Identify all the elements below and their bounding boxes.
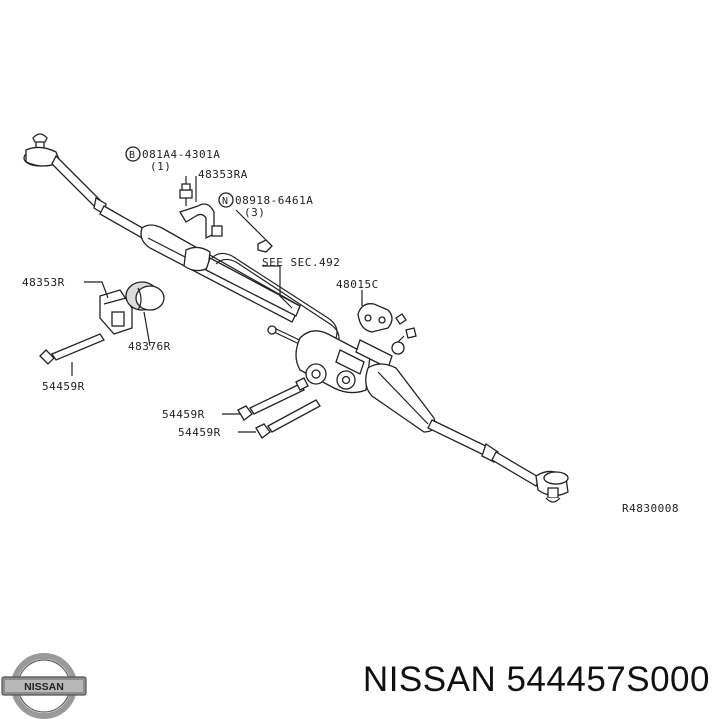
label-bolt-mid-2: 54459R: [178, 426, 221, 439]
label-plate-48015c: 48015C: [336, 278, 379, 291]
right-boot: [365, 363, 436, 433]
rack-housing: [140, 224, 301, 323]
logo-wordmark: NISSAN: [24, 681, 64, 693]
label-bushing-48376r: 48376R: [128, 340, 171, 353]
label-nut-08918: 08918-6461A: [235, 194, 313, 207]
label-bolt-081a4: 081A4-4301A: [142, 148, 220, 161]
label-bolt-081a4-qty: (1): [150, 160, 171, 173]
leader-lines: [71, 176, 363, 433]
bracket-48353r: [99, 289, 133, 335]
nut-08918: [257, 239, 273, 253]
bolt-left-54459r: [39, 333, 105, 365]
svg-text:N: N: [222, 196, 229, 207]
bushing-48376r: [125, 281, 165, 311]
nissan-logo: NISSAN: [0, 640, 90, 720]
label-see-sec: SEE SEC.492: [262, 256, 340, 269]
clamp-48353ra: [179, 183, 223, 240]
label-bolt-mid-1: 54459R: [162, 408, 205, 421]
right-tie-rod-end: [535, 470, 569, 503]
plate-48015c: [357, 303, 417, 339]
right-tie-rod: [427, 419, 541, 487]
label-bracket-48353r: 48353R: [22, 276, 65, 289]
bolt-mid-1: [237, 377, 309, 421]
part-number-caption: NISSAN 544457S000: [362, 660, 710, 699]
label-ref-code: R4830008: [622, 502, 679, 515]
gear-housing: [295, 330, 405, 394]
bolt-mid-2: [255, 399, 321, 439]
circle-marker-b: B: [125, 146, 141, 162]
label-bolt-left-54459r: 54459R: [42, 380, 85, 393]
label-nut-08918-qty: (3): [244, 206, 265, 219]
label-clamp-48353ra: 48353RA: [198, 168, 248, 181]
left-tie-rod-end: [23, 133, 101, 207]
svg-text:B: B: [129, 150, 136, 161]
left-tie-rod: [93, 196, 147, 239]
circle-marker-n: N: [218, 192, 234, 208]
